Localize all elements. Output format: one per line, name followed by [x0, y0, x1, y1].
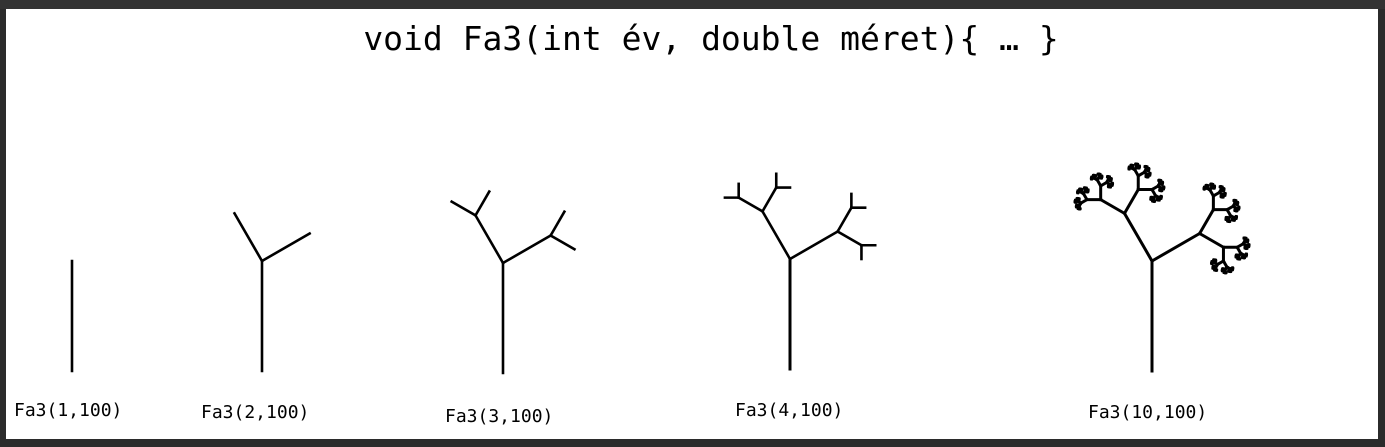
- tree-3-branch-d2: [835, 205, 854, 234]
- tree-2-branch-d1: [548, 209, 567, 238]
- tree-label-fa3-2: Fa3(2,100): [201, 402, 310, 423]
- tree-label-fa3-1: Fa3(1,100): [14, 400, 123, 421]
- tree-4-branch-d8: [1197, 207, 1216, 236]
- tree-1-branch-d1: [232, 211, 264, 263]
- tree-label-fa3-3: Fa3(3,100): [445, 406, 554, 427]
- tree-label-fa3-10: Fa3(10,100): [1088, 402, 1208, 423]
- diagram-title: void Fa3(int év, double méret){ … }: [363, 19, 1059, 58]
- tree-4-branch-d8: [1098, 197, 1127, 216]
- tree-fa3-4: [723, 172, 877, 371]
- tree-3-branch-d2: [736, 195, 765, 214]
- tree-fa3-3: [449, 189, 577, 375]
- tree-3-branch-d2: [835, 229, 864, 248]
- tree-4-branch-d8: [1122, 187, 1141, 216]
- tree-4-branch-d8: [1197, 231, 1226, 250]
- fractal-trees-svg: [70, 162, 1251, 375]
- tree-4-branch-d9: [1149, 231, 1202, 264]
- window-top-strip: [0, 0, 1385, 9]
- tree-4-branch-d9: [1122, 211, 1155, 264]
- diagram-canvas: void Fa3(int év, double méret){ … } Fa3(…: [6, 9, 1378, 439]
- tree-3-branch-d3: [788, 229, 840, 261]
- tree-3-branch-d3: [760, 209, 792, 261]
- tree-2-branch-d2: [473, 213, 505, 265]
- tree-2-branch-d1: [473, 189, 492, 218]
- tree-1-branch-d1: [260, 231, 312, 263]
- tree-fa3-10: [1073, 162, 1251, 373]
- tree-2-branch-d1: [548, 233, 577, 252]
- tree-fa3-2: [232, 211, 312, 373]
- tree-3-branch-d2: [760, 185, 779, 214]
- tree-label-fa3-4: Fa3(4,100): [735, 400, 844, 421]
- tree-2-branch-d1: [449, 199, 478, 218]
- tree-2-branch-d2: [501, 233, 553, 265]
